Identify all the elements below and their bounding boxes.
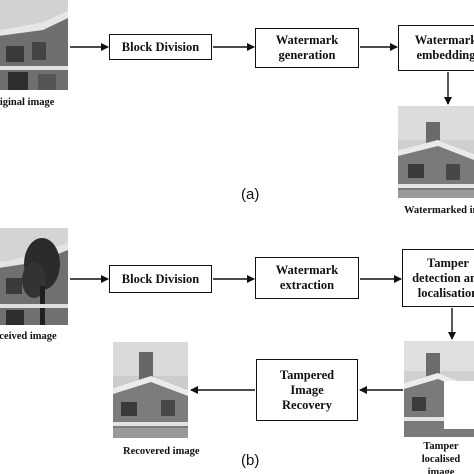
box-watermark-generation: Watermark generation (255, 28, 359, 68)
tamper-localised-image (404, 341, 474, 437)
box-tampered-image-recovery: Tampered Image Recovery (256, 359, 358, 421)
caption-tamper-localised-image: Tamper localised image (421, 441, 461, 474)
box-block-division-a: Block Division (109, 34, 212, 60)
original-image (0, 0, 68, 90)
box-watermark-embedding: Watermark embedding (398, 25, 474, 71)
watermarked-image (398, 106, 474, 198)
box-watermark-extraction: Watermark extraction (255, 257, 359, 299)
caption-original-image: Original image (0, 97, 55, 108)
panel-label-a: (a) (241, 186, 260, 203)
recovered-image (113, 342, 188, 438)
panel-label-b: (b) (241, 452, 260, 469)
caption-recovered-image: Recovered image (123, 446, 200, 457)
box-tamper-detection: Tamper detection and localisation (402, 249, 474, 307)
caption-watermarked-image: Watermarked image (404, 205, 474, 216)
box-block-division-b: Block Division (109, 265, 212, 293)
received-image (0, 228, 68, 325)
caption-received-image: Received image (0, 331, 57, 342)
